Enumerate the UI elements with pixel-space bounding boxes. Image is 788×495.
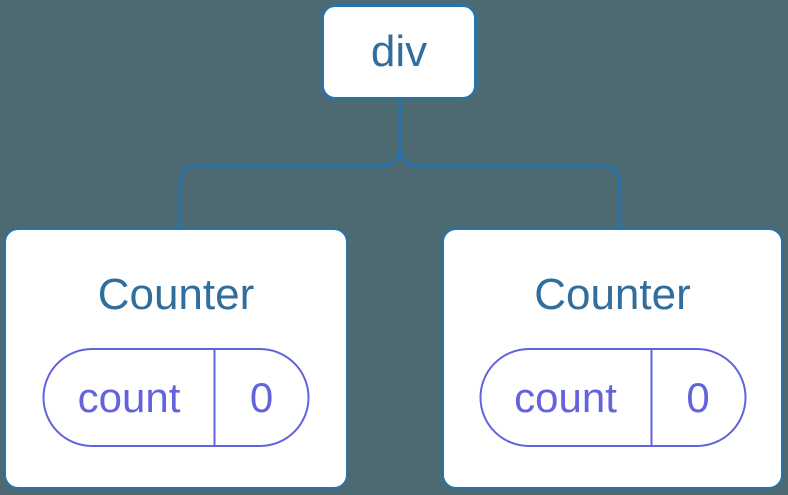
component-name: Counter xyxy=(97,270,255,319)
root-node-div: div xyxy=(321,4,477,100)
state-divider xyxy=(213,350,216,445)
counter-card-right: Counter count 0 xyxy=(442,228,783,489)
state-divider xyxy=(650,350,652,445)
state-value: 0 xyxy=(686,373,710,421)
state-value: 0 xyxy=(249,373,274,421)
state-pill: count 0 xyxy=(42,348,310,447)
root-node-label: div xyxy=(370,27,428,76)
counter-card-left: Counter count 0 xyxy=(4,228,348,489)
connector-right-edge xyxy=(398,100,622,229)
state-key: count xyxy=(514,373,617,421)
state-key: count xyxy=(77,373,181,421)
component-name: Counter xyxy=(534,270,691,319)
state-pill: count 0 xyxy=(479,348,746,447)
connector-left-edge xyxy=(178,100,402,229)
